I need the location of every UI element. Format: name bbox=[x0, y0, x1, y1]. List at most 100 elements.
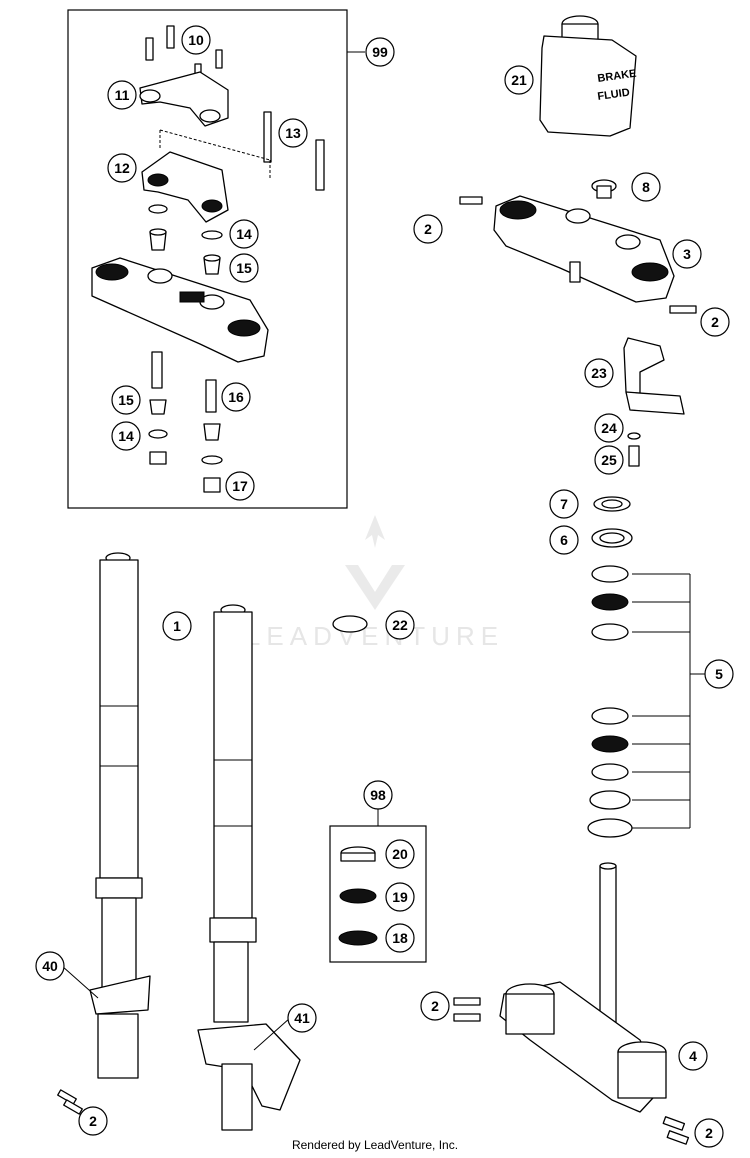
callout-17: 17 bbox=[225, 471, 255, 501]
bearing-set-bracket bbox=[632, 573, 705, 829]
callout-99: 99 bbox=[365, 37, 395, 67]
svg-text:2: 2 bbox=[424, 221, 432, 237]
svg-text:10: 10 bbox=[188, 32, 204, 48]
callout-2: 2 bbox=[700, 307, 730, 337]
callout-15: 15 bbox=[229, 253, 259, 283]
svg-text:2: 2 bbox=[711, 314, 719, 330]
callout-19: 19 bbox=[385, 882, 415, 912]
callout-12: 12 bbox=[107, 153, 137, 183]
svg-text:18: 18 bbox=[392, 930, 408, 946]
svg-text:4: 4 bbox=[689, 1048, 697, 1064]
upper-triple-clamp bbox=[91, 257, 269, 363]
callout-18: 18 bbox=[385, 923, 415, 953]
svg-text:99: 99 bbox=[372, 44, 388, 60]
svg-text:11: 11 bbox=[115, 87, 130, 103]
bolt-2b bbox=[669, 305, 697, 314]
svg-text:6: 6 bbox=[560, 532, 568, 548]
clamp-screws-13 bbox=[159, 111, 325, 191]
svg-text:25: 25 bbox=[601, 452, 617, 468]
svg-text:1: 1 bbox=[173, 618, 181, 634]
callout-20: 20 bbox=[385, 839, 415, 869]
seal-6 bbox=[591, 528, 633, 548]
callout-13: 13 bbox=[278, 118, 308, 148]
svg-text:24: 24 bbox=[601, 420, 617, 436]
svg-text:20: 20 bbox=[392, 846, 408, 862]
nut-7 bbox=[593, 496, 631, 512]
fork-leg-right bbox=[197, 604, 301, 1131]
handlebar-support-12 bbox=[141, 151, 229, 223]
bolt-8 bbox=[591, 179, 617, 199]
svg-text:21: 21 bbox=[511, 72, 527, 88]
svg-text:13: 13 bbox=[285, 125, 301, 141]
callout-98: 98 bbox=[363, 780, 393, 810]
watermark-brand: LEADVENTURE bbox=[246, 621, 504, 651]
callout-41: 41 bbox=[287, 1003, 317, 1033]
callout-10: 10 bbox=[181, 25, 211, 55]
bolts-2d bbox=[453, 997, 481, 1022]
svg-text:19: 19 bbox=[392, 889, 408, 905]
callout-14: 14 bbox=[111, 421, 141, 451]
svg-text:98: 98 bbox=[370, 787, 386, 803]
callout-8: 8 bbox=[631, 172, 661, 202]
svg-text:15: 15 bbox=[118, 392, 134, 408]
lower-triple-clamp-4 bbox=[499, 862, 667, 1113]
bearing-set-5 bbox=[587, 565, 633, 838]
callout-15: 15 bbox=[111, 385, 141, 415]
cover-23 bbox=[623, 337, 685, 415]
bolts-2c bbox=[57, 1089, 83, 1115]
callout-16: 16 bbox=[221, 382, 251, 412]
svg-text:16: 16 bbox=[228, 389, 244, 405]
callout-2: 2 bbox=[78, 1106, 108, 1136]
bolts-2e bbox=[662, 1116, 690, 1145]
callout-6: 6 bbox=[549, 525, 579, 555]
callout-24: 24 bbox=[594, 413, 624, 443]
callout-14: 14 bbox=[229, 219, 259, 249]
callout-7: 7 bbox=[549, 489, 579, 519]
fork-leg-left bbox=[89, 552, 151, 1079]
callout-21: 21 bbox=[504, 65, 534, 95]
callout-4: 4 bbox=[678, 1041, 708, 1071]
washer-24-screw-25 bbox=[627, 432, 641, 467]
svg-text:40: 40 bbox=[42, 958, 58, 974]
svg-text:41: 41 bbox=[294, 1010, 310, 1026]
svg-text:12: 12 bbox=[114, 160, 130, 176]
washer bbox=[148, 204, 168, 214]
can-label-fluid: FLUID bbox=[597, 87, 631, 103]
watermark: LEADVENTURE bbox=[246, 515, 504, 651]
svg-text:17: 17 bbox=[232, 478, 248, 494]
callout-2: 2 bbox=[413, 214, 443, 244]
svg-text:2: 2 bbox=[89, 1113, 97, 1129]
callout-2: 2 bbox=[694, 1118, 724, 1148]
callout-22: 22 bbox=[385, 610, 415, 640]
svg-text:2: 2 bbox=[705, 1125, 713, 1141]
spacers-and-nuts bbox=[148, 351, 223, 493]
o-ring-22 bbox=[332, 615, 368, 633]
svg-text:5: 5 bbox=[715, 666, 723, 682]
svg-text:3: 3 bbox=[683, 246, 691, 262]
kit-99-box bbox=[67, 9, 348, 509]
svg-text:14: 14 bbox=[118, 428, 134, 444]
svg-text:15: 15 bbox=[236, 260, 252, 276]
handlebar-clamp-11 bbox=[139, 71, 229, 127]
footer-credit: Rendered by LeadVenture, Inc. bbox=[291, 1138, 459, 1152]
bushings-kit-98 bbox=[338, 846, 378, 946]
rubber-bushings-14-15 bbox=[149, 228, 223, 275]
svg-text:7: 7 bbox=[560, 496, 568, 512]
svg-text:14: 14 bbox=[236, 226, 252, 242]
callout-11: 11 bbox=[107, 80, 137, 110]
callout-1: 1 bbox=[162, 611, 192, 641]
callout-23: 23 bbox=[584, 358, 614, 388]
callout-40: 40 bbox=[35, 951, 65, 981]
callout-25: 25 bbox=[594, 445, 624, 475]
callout-2: 2 bbox=[420, 991, 450, 1021]
upper-triple-clamp-3 bbox=[493, 195, 675, 303]
callout-3: 3 bbox=[672, 239, 702, 269]
bolt-2a bbox=[459, 196, 483, 205]
svg-text:23: 23 bbox=[591, 365, 607, 381]
svg-text:8: 8 bbox=[642, 179, 650, 195]
brake-fluid-can-21: BRAKE FLUID bbox=[539, 15, 637, 137]
callout-5: 5 bbox=[704, 659, 734, 689]
svg-text:2: 2 bbox=[431, 998, 439, 1014]
can-label-brake: BRAKE bbox=[597, 68, 637, 85]
